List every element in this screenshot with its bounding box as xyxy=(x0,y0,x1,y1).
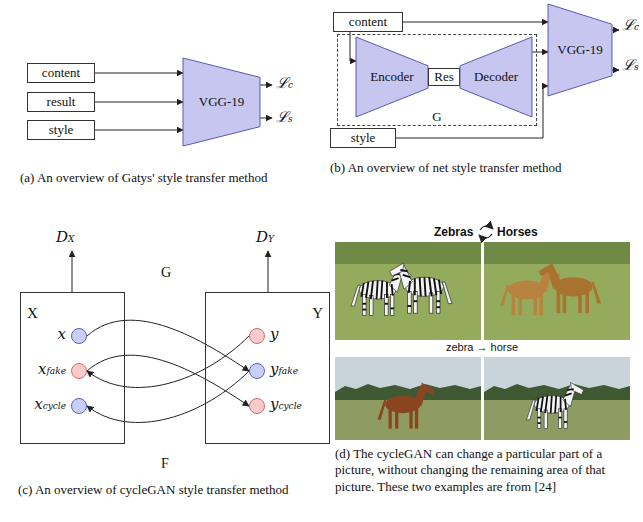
node-label: style xyxy=(351,131,376,145)
horse xyxy=(378,382,435,428)
connector xyxy=(87,336,249,387)
cycle-arrow xyxy=(480,226,493,230)
background-field xyxy=(484,242,630,264)
connector xyxy=(403,22,548,23)
sample-label: x xyxy=(58,325,66,343)
sample-circle: xfake xyxy=(71,363,87,379)
discriminator-arrow xyxy=(72,251,73,292)
photo-horses xyxy=(484,242,630,340)
node-label: Encoder xyxy=(370,70,413,84)
grass xyxy=(484,242,630,340)
input-box: result xyxy=(27,92,95,112)
output-arrow xyxy=(612,30,619,31)
res-box: Res xyxy=(428,68,460,86)
node-label: Res xyxy=(434,70,454,84)
photo-zebras xyxy=(335,242,481,340)
node-label: Y xyxy=(312,305,323,322)
connector xyxy=(95,130,183,131)
loss-label: ℒc xyxy=(622,16,639,34)
caption: (d) The cycleGAN can change a particular… xyxy=(335,446,635,495)
figure-title: Zebras xyxy=(434,225,473,239)
sample-circle: ycycle xyxy=(249,398,265,414)
generator-group: G Encoder Res Decoder xyxy=(337,34,537,126)
sample-circle: xcycle xyxy=(71,398,87,414)
photo-running-zebra xyxy=(484,357,630,440)
output-arrow xyxy=(260,118,272,119)
connector xyxy=(350,32,356,61)
node-label: content xyxy=(42,66,80,80)
connector xyxy=(95,73,183,74)
connector xyxy=(87,355,249,406)
trapezoid-shape xyxy=(356,37,428,117)
input-box: style xyxy=(330,128,396,148)
discriminator-arrow xyxy=(268,251,269,292)
decoder-trapezoid: Decoder xyxy=(460,37,532,117)
grass xyxy=(335,242,481,340)
node-label: G xyxy=(432,110,441,124)
trapezoid-shape xyxy=(548,4,612,96)
node-label: VGG-19 xyxy=(557,43,603,57)
zebra xyxy=(527,382,584,428)
caption: (a) An overview of Gatys' style transfer… xyxy=(20,170,315,186)
mapping-label: F xyxy=(161,456,169,472)
loss-label: ℒs xyxy=(622,56,639,74)
sample-label: xcycle xyxy=(34,395,66,413)
background-field xyxy=(335,242,481,264)
node-label: style xyxy=(49,123,74,137)
sky xyxy=(484,357,630,440)
zebra xyxy=(390,263,452,313)
discriminator-label: DX xyxy=(56,228,74,246)
trapezoid-shape xyxy=(460,37,532,117)
input-box: content xyxy=(333,12,403,32)
input-box: content xyxy=(27,63,95,83)
caption: (b) An overview of net style transfer me… xyxy=(330,160,630,176)
network-trapezoid: VGG-19 xyxy=(183,58,260,146)
sample-circle: y xyxy=(249,328,265,344)
encoder-trapezoid: Encoder xyxy=(356,37,428,117)
sample-label: xfake xyxy=(38,360,66,378)
photo-running-horse xyxy=(335,357,481,440)
connector xyxy=(87,371,249,422)
caption: (c) An overview of cycleGAN style transf… xyxy=(18,482,333,498)
loss-label: ℒc xyxy=(276,74,293,92)
figure-title: Horses xyxy=(497,225,538,239)
sample-label: ycycle xyxy=(270,395,302,413)
trapezoid-shape xyxy=(183,58,260,146)
loss-label: ℒs xyxy=(276,108,293,126)
connector xyxy=(532,52,548,53)
output-arrow xyxy=(612,70,619,71)
cycle-arrow xyxy=(479,234,492,238)
sample-label: yfake xyxy=(270,360,298,378)
sample-circle: yfake xyxy=(249,363,265,379)
connector xyxy=(87,320,249,371)
image-label: zebra → horse xyxy=(432,341,532,353)
connector xyxy=(95,102,183,103)
mapping-label: G xyxy=(161,265,171,281)
domain-box: Xxxfakexcycle xyxy=(20,292,125,444)
node-label: result xyxy=(47,95,76,109)
node-label: VGG-19 xyxy=(199,95,245,109)
horse xyxy=(539,263,601,313)
output-arrow xyxy=(260,85,272,86)
sky xyxy=(335,357,481,440)
network-trapezoid: VGG-19 xyxy=(548,4,612,96)
sample-label: y xyxy=(270,325,278,343)
domain-box: Yyyfakeycycle xyxy=(205,292,330,444)
sample-circle: x xyxy=(71,328,87,344)
discriminator-label: DY xyxy=(256,228,274,246)
cycle-symbol xyxy=(479,226,493,239)
node-label: Decoder xyxy=(474,70,518,84)
node-label: content xyxy=(349,15,387,29)
node-label: X xyxy=(27,305,38,322)
input-box: style xyxy=(27,120,95,140)
